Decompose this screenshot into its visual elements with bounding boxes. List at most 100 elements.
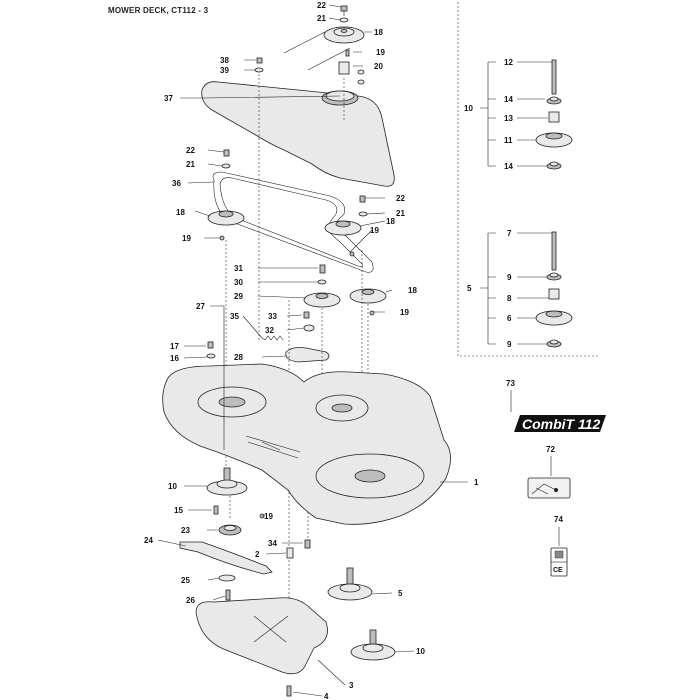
callout-5: 5	[398, 589, 403, 598]
bearing-9-top	[546, 272, 562, 281]
callout-16: 16	[170, 354, 179, 363]
pulley-18-center	[324, 220, 362, 236]
callout-19: 19	[400, 308, 409, 317]
decal-72	[527, 477, 571, 499]
callout-9: 9	[507, 273, 512, 282]
washer-21-left	[221, 163, 231, 169]
housing-6	[535, 310, 573, 326]
callout-31: 31	[234, 264, 243, 273]
callout-27: 27	[196, 302, 205, 311]
pulley-18-top	[323, 26, 365, 44]
callout-8: 8	[507, 294, 512, 303]
spring-35	[261, 335, 284, 341]
callout-13: 13	[504, 114, 513, 123]
callout-18: 18	[374, 28, 383, 37]
callout-38: 38	[220, 56, 229, 65]
spacer-13	[548, 111, 560, 123]
callout-21: 21	[186, 160, 195, 169]
callout-1: 1	[474, 478, 479, 487]
washer-21-top	[339, 17, 349, 23]
shaft-12	[551, 59, 557, 95]
spindle-10-left	[206, 467, 248, 496]
leader-lines	[157, 4, 552, 697]
callout-2: 2	[255, 550, 260, 559]
callout-22: 22	[396, 194, 405, 203]
spacer-32	[303, 324, 315, 332]
spindle-5-lower	[327, 567, 373, 601]
pulley-18-left	[207, 210, 245, 226]
callout-72: 72	[546, 445, 555, 454]
washer-21-right	[358, 211, 368, 217]
bearing-14-bottom	[546, 161, 562, 170]
callout-17: 17	[170, 342, 179, 351]
callout-74: 74	[554, 515, 563, 524]
blade-24	[179, 541, 273, 575]
callout-24: 24	[144, 536, 153, 545]
callout-21: 21	[317, 14, 326, 23]
callout-18: 18	[408, 286, 417, 295]
callout-21: 21	[396, 209, 405, 218]
callout-30: 30	[234, 278, 243, 287]
callout-15: 15	[174, 506, 183, 515]
pin-19-top	[345, 49, 350, 57]
pulley-29	[303, 292, 341, 308]
callout-32: 32	[265, 326, 274, 335]
bolt-22-left	[223, 149, 230, 157]
callout-23: 23	[181, 526, 190, 535]
bolt-26	[225, 589, 231, 601]
washer-16	[206, 353, 216, 359]
callout-10: 10	[464, 104, 473, 113]
pin-19-right	[349, 251, 355, 257]
callout-33: 33	[268, 312, 277, 321]
callout-4: 4	[324, 692, 329, 700]
housing-11	[535, 132, 573, 148]
spindle-detail-boundary	[457, 2, 598, 357]
belt-segment-top	[283, 31, 351, 71]
callout-6: 6	[507, 314, 512, 323]
callout-12: 12	[504, 58, 513, 67]
callout-22: 22	[317, 1, 326, 10]
bracket-group-10	[480, 61, 496, 167]
callout-22: 22	[186, 146, 195, 155]
bearing-14-top	[546, 96, 562, 105]
callout-19: 19	[264, 512, 273, 521]
pin-19-lower	[369, 310, 375, 316]
spacer-8	[548, 288, 560, 300]
bolt-15	[213, 505, 219, 515]
spindle-10-lower	[350, 629, 396, 661]
spacer-2	[286, 547, 294, 559]
bolt-4	[286, 685, 292, 697]
bolt-34	[304, 539, 311, 549]
callout-34: 34	[268, 539, 277, 548]
callout-7: 7	[507, 229, 512, 238]
bolt-22-top	[340, 5, 348, 16]
callout-37: 37	[164, 94, 173, 103]
washer-25	[218, 574, 236, 582]
callout-18: 18	[176, 208, 185, 217]
callout-18: 18	[386, 217, 395, 226]
callout-73: 73	[506, 379, 515, 388]
callout-19: 19	[376, 48, 385, 57]
callout-14: 14	[504, 162, 513, 171]
callout-19: 19	[370, 226, 379, 235]
callout-11: 11	[504, 136, 513, 145]
washer-39	[254, 67, 264, 73]
callout-35: 35	[230, 312, 239, 321]
ce-mark: CE	[553, 567, 563, 574]
diagram-title: MOWER DECK, CT112 - 3	[108, 6, 209, 15]
washer-30	[317, 279, 327, 285]
bearing-9-bottom	[546, 339, 562, 348]
spacer-20	[338, 61, 350, 75]
shaft-7	[551, 231, 557, 271]
brand-label: CombiT 112	[522, 416, 601, 432]
callout-28: 28	[234, 353, 243, 362]
callout-14: 14	[504, 95, 513, 104]
callout-26: 26	[186, 596, 195, 605]
callout-3: 3	[349, 681, 354, 690]
callout-5: 5	[467, 284, 472, 293]
callout-19: 19	[182, 234, 191, 243]
pulley-18-lower	[349, 288, 387, 304]
callout-36: 36	[172, 179, 181, 188]
callout-20: 20	[374, 62, 383, 71]
